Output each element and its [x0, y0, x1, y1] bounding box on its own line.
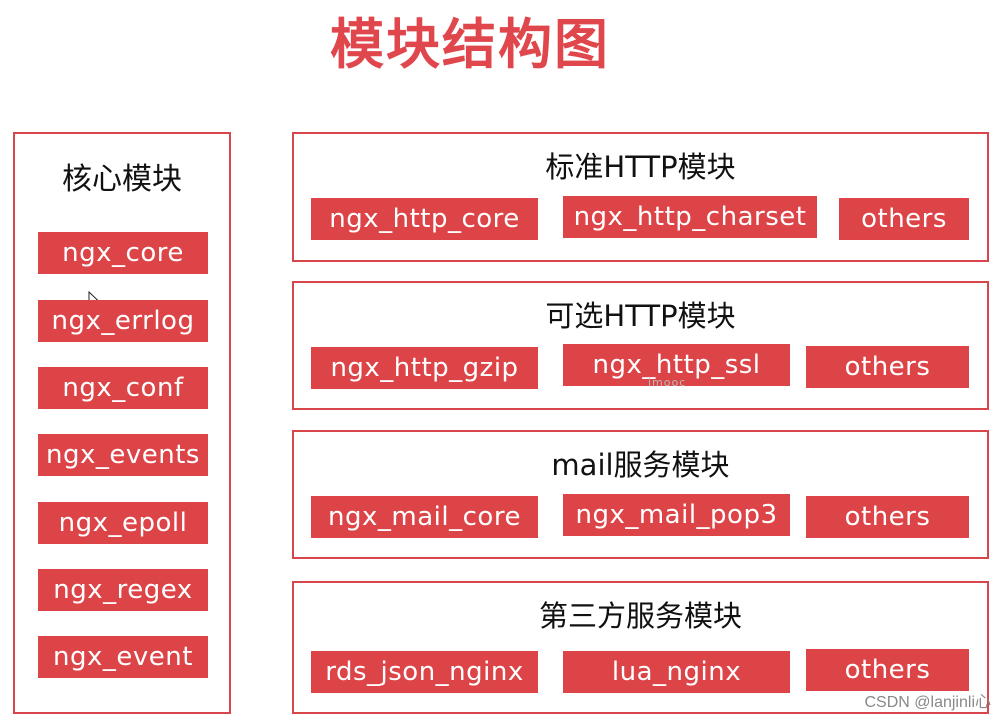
- module-item: ngx_http_gzip: [311, 347, 538, 389]
- faint-overlay-text: imooc: [648, 376, 687, 389]
- core-item: ngx_core: [38, 232, 208, 274]
- core-item: ngx_epoll: [38, 502, 208, 544]
- core-item: ngx_regex: [38, 569, 208, 611]
- core-module-title: 核心模块: [62, 162, 182, 197]
- module-item: ngx_http_ssl: [563, 344, 790, 386]
- module-item: others: [806, 649, 969, 691]
- module-item: ngx_http_charset: [563, 196, 817, 238]
- third-party-service-module-title: 第三方服务模块: [538, 599, 742, 633]
- module-item: others: [839, 198, 969, 240]
- core-item: ngx_conf: [38, 367, 208, 409]
- core-item: ngx_errlog: [38, 300, 208, 342]
- page-title: 模块结构图: [330, 13, 610, 76]
- optional-http-module-panel: 可选HTTP模块 ngx_http_gzip ngx_http_ssl othe…: [292, 281, 989, 410]
- mail-service-module-panel: mail服务模块 ngx_mail_core ngx_mail_pop3 oth…: [292, 430, 989, 559]
- module-item: ngx_http_core: [311, 198, 538, 240]
- core-item: ngx_event: [38, 636, 208, 678]
- module-item: others: [806, 496, 969, 538]
- mail-service-module-title: mail服务模块: [551, 448, 730, 482]
- csdn-watermark: CSDN @lanjinli心: [864, 694, 992, 711]
- module-item: ngx_mail_core: [311, 496, 538, 538]
- core-module-panel: 核心模块 ngx_core ngx_errlog ngx_conf ngx_ev…: [13, 132, 231, 714]
- module-item: lua_nginx: [563, 651, 790, 693]
- standard-http-module-panel: 标准HTTP模块 ngx_http_core ngx_http_charset …: [292, 132, 989, 262]
- third-party-service-module-panel: 第三方服务模块 rds_json_nginx lua_nginx others: [292, 581, 989, 714]
- optional-http-module-title: 可选HTTP模块: [545, 299, 736, 333]
- module-item: others: [806, 346, 969, 388]
- core-item: ngx_events: [38, 434, 208, 476]
- module-item: rds_json_nginx: [311, 651, 538, 693]
- standard-http-module-title: 标准HTTP模块: [545, 150, 736, 184]
- module-item: ngx_mail_pop3: [563, 494, 790, 536]
